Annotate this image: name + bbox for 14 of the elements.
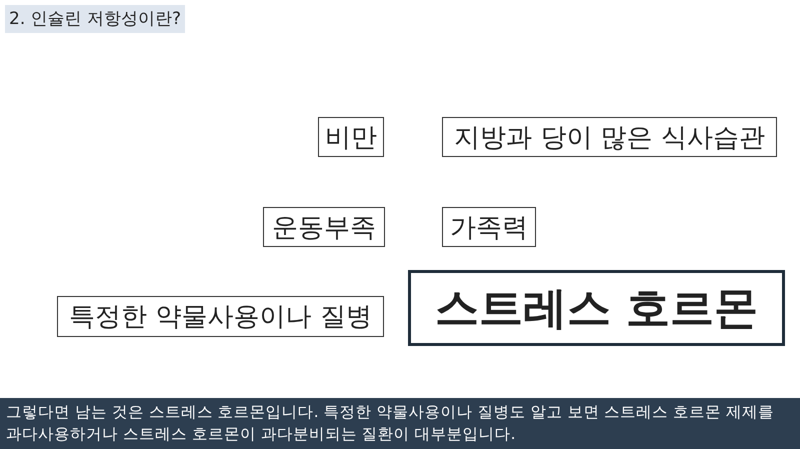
text-box xyxy=(318,117,384,157)
box-text: 특정한 약물사용이나 질병 xyxy=(69,301,372,334)
text-box xyxy=(263,207,385,247)
box-text: 비만 xyxy=(325,122,377,154)
text-box xyxy=(57,296,384,337)
text-box xyxy=(442,207,536,247)
caption-text: 그렇다면 남는 것은 스트레스 호르몬입니다. 특정한 약물사용이나 질병도 알고 보면 스트레스 호르몬 제제를 과다사용하거나 스트레스 호르몬이 과다분비되는 질환이 대부분입니다. xyxy=(0,398,800,449)
box-text: 가족력 xyxy=(450,212,528,244)
box-text: 지방과 당이 많은 식사습관 xyxy=(454,122,765,154)
text-box xyxy=(442,117,777,157)
box-text: 스트레스 호르몬 xyxy=(434,282,758,336)
box-text: 운동부족 xyxy=(272,212,376,244)
title-label: 2. 인슐린 저항성이란? xyxy=(5,5,186,33)
text-box xyxy=(408,270,785,346)
